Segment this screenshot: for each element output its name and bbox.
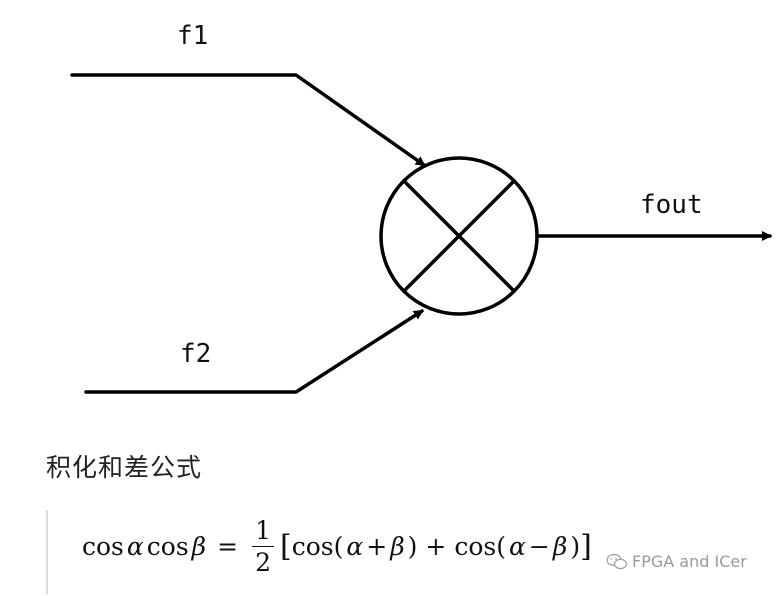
watermark-text: FPGA and ICer bbox=[632, 552, 747, 571]
input-wire-f2 bbox=[84, 309, 424, 394]
product-to-sum-formula: cos α cos β = 1 2 [ cos ( α + β ) + cos … bbox=[82, 518, 592, 575]
formula-term1-cos: cos bbox=[291, 532, 334, 561]
formula-term1-open-paren: ( bbox=[333, 532, 344, 561]
section-title: 积化和差公式 bbox=[46, 453, 203, 482]
multiply-circle-icon bbox=[379, 156, 539, 316]
formula-term1-alpha: α bbox=[346, 532, 364, 561]
formula-term2-cos: cos bbox=[454, 532, 497, 561]
formula-term2-minus: − bbox=[528, 532, 550, 561]
formula-term2-alpha: α bbox=[509, 532, 526, 561]
formula-equals: = bbox=[217, 532, 239, 561]
formula-open-bracket: [ bbox=[279, 529, 292, 564]
formula-var-beta: β bbox=[191, 532, 207, 561]
formula-term2-beta: β bbox=[552, 532, 568, 561]
wechat-icon bbox=[606, 553, 628, 569]
formula-lhs-cos-1: cos bbox=[82, 532, 124, 561]
formula-plus: + bbox=[425, 532, 447, 561]
mixer-diagram: f1 f2 fout bbox=[70, 21, 772, 394]
formula-term1-close-paren: ) bbox=[407, 532, 418, 561]
formula-lhs-cos-2: cos bbox=[146, 532, 189, 561]
formula-var-alpha: α bbox=[126, 532, 144, 561]
watermark: FPGA and ICer bbox=[606, 552, 747, 571]
fraction-numerator: 1 bbox=[252, 518, 274, 547]
fraction-denominator: 2 bbox=[255, 548, 271, 577]
input-wire-f1 bbox=[70, 73, 426, 167]
formula-term2-close-paren: ) bbox=[570, 532, 581, 561]
formula-term1-plus: + bbox=[366, 532, 388, 561]
formula-box: cos α cos β = 1 2 [ cos ( α + β ) + cos … bbox=[46, 510, 608, 594]
formula-term1-beta: β bbox=[390, 532, 405, 561]
formula-close-bracket: ] bbox=[580, 529, 592, 564]
input-label-f1: f1 bbox=[177, 21, 208, 51]
formula-fraction: 1 2 bbox=[252, 518, 274, 575]
output-label-fout: fout bbox=[640, 190, 703, 220]
formula-term2-open-paren: ( bbox=[496, 532, 507, 561]
input-label-f2: f2 bbox=[180, 339, 211, 369]
